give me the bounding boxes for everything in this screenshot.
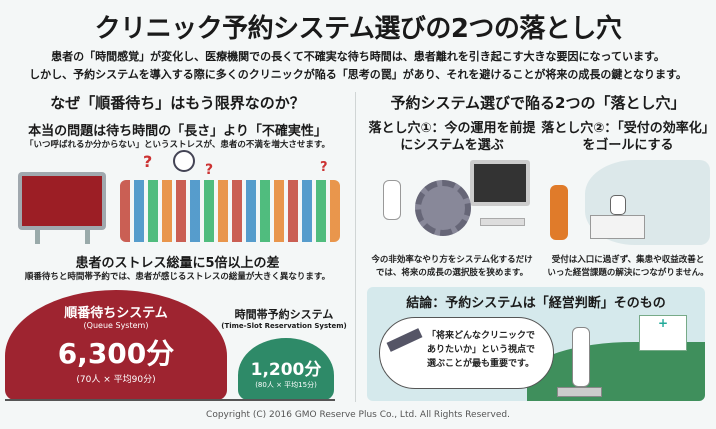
reception-robot-illustration	[545, 155, 710, 250]
clock-icon	[173, 150, 195, 172]
right-heading: 予約システム選びで陥る2つの「落とし穴」	[390, 94, 686, 112]
display-board-icon	[18, 172, 106, 230]
keyboard-icon	[480, 218, 525, 226]
pit1-text-line: 今の非効率なやり方をシステム化するだけ	[371, 255, 533, 265]
bubble-line: 選ぶことが最も重要です。	[427, 359, 535, 369]
hill	[527, 342, 705, 401]
bubble-line: ありたいか」という視点で	[427, 345, 536, 355]
slot-name: 時間帯予約システム	[234, 308, 334, 321]
bubble-text: 「将来どんなクリニックで ありたいか」という視点で 選ぶことが最も重要です。	[427, 329, 535, 371]
pit1-text-line: では、将来の成長の選択肢を狭めます。	[375, 268, 529, 278]
reception-desk	[590, 215, 645, 239]
queue-value: 6,300分	[57, 337, 175, 370]
pit1-title-line: 落とし穴①：今の運用を前提	[368, 121, 536, 136]
question-icon: ?	[205, 162, 214, 178]
question-icon: ?	[143, 152, 153, 171]
lead-line-2: しかし、予約システムを導入する際に多くのクリニックが陥る「思考の罠」があり、それ…	[29, 68, 687, 81]
slot-calc: (80人 × 平均15分)	[255, 381, 317, 389]
stress-title: 患者のストレス総量に5倍以上の差	[75, 256, 280, 271]
slot-en: (Time-Slot Reservation System)	[221, 322, 347, 330]
pit2-text: 受付は入口に過ぎず、集患や収益改善と いった経営課題の解決につながりません。	[540, 254, 716, 280]
slot-system-label: 時間帯予約システム (Time-Slot Reservation System)	[214, 306, 354, 330]
slot-value: 1,200分	[250, 360, 322, 380]
pit1-title: 落とし穴①：今の運用を前提 にシステムを選ぶ	[362, 120, 542, 154]
stress-text: 順番待ちと時間帯予約では、患者が感じるストレスの総量が大きく異なります。	[24, 272, 331, 282]
queue-system-card: 順番待ちシステム (Queue System) 6,300分 (70人 × 平均…	[5, 302, 227, 385]
slot-system-cloud	[238, 338, 334, 400]
problem-text: 「いつ呼ばれるか分からない」というストレスが、患者の不満を増大させます。	[25, 140, 330, 150]
hospital-icon: +	[639, 315, 687, 351]
page-title: クリニック予約システム選びの2つの落とし穴	[94, 14, 622, 44]
lead-line-1: 患者の「時間感覚」が変化し、医療機関での長くて不確実な待ち時間は、患者離れを引き…	[51, 50, 665, 63]
pit1-title-line: にシステムを選ぶ	[400, 138, 504, 153]
gears-computer-illustration	[375, 160, 535, 250]
doctor-icon	[383, 180, 401, 220]
pit2-text-line: いった経営課題の解決につながりません。	[547, 268, 709, 278]
divider	[355, 92, 356, 402]
board-leg	[85, 230, 90, 244]
question-icon: ?	[320, 160, 328, 175]
queue-calc: (70人 × 平均90分)	[76, 375, 156, 385]
conclusion-title: 結論：予約システムは「経営判断」そのもの	[406, 296, 666, 311]
doctor-icon	[572, 327, 590, 387]
problem-title: 本当の問題は待ち時間の「長さ」より「不確実性」	[28, 124, 327, 139]
queue-system-cloud	[5, 290, 227, 400]
robot-icon	[610, 195, 626, 215]
conclusion-box: 結論：予約システムは「経営判断」そのもの + 「将来どんなクリニックで ありたい…	[367, 287, 705, 401]
pit2-title-line: をゴールにする	[582, 138, 674, 153]
gear-icon	[415, 180, 471, 236]
left-heading: なぜ「順番待ち」はもう限界なのか？	[50, 94, 305, 112]
pit1-text: 今の非効率なやり方をシステム化するだけ では、将来の成長の選択肢を狭めます。	[362, 254, 542, 280]
bubble-line: 「将来どんなクリニックで	[427, 331, 536, 341]
thought-bubble	[379, 317, 554, 389]
pit2-text-line: 受付は入口に過ぎず、集患や収益改善と	[551, 255, 705, 265]
board-leg	[35, 230, 40, 244]
copyright: Copyright (C) 2016 GMO Reserve Plus Co.,…	[206, 410, 510, 420]
monitor-icon	[470, 160, 530, 206]
pit2-title: 落とし穴②：「受付の効率化」 をゴールにする	[540, 120, 716, 154]
queue-en: (Queue System)	[83, 321, 149, 330]
baseline	[5, 399, 335, 401]
pit2-title-line: 落とし穴②：「受付の効率化」	[541, 121, 715, 136]
queue-name: 順番待ちシステム	[64, 306, 168, 321]
slot-system-card: 1,200分 (80人 × 平均15分)	[238, 355, 334, 390]
person-binoculars-icon	[550, 185, 568, 240]
pedestal	[557, 387, 602, 397]
waiting-line-illustration: ? ? ?	[15, 150, 345, 245]
patients-queue	[120, 180, 340, 242]
